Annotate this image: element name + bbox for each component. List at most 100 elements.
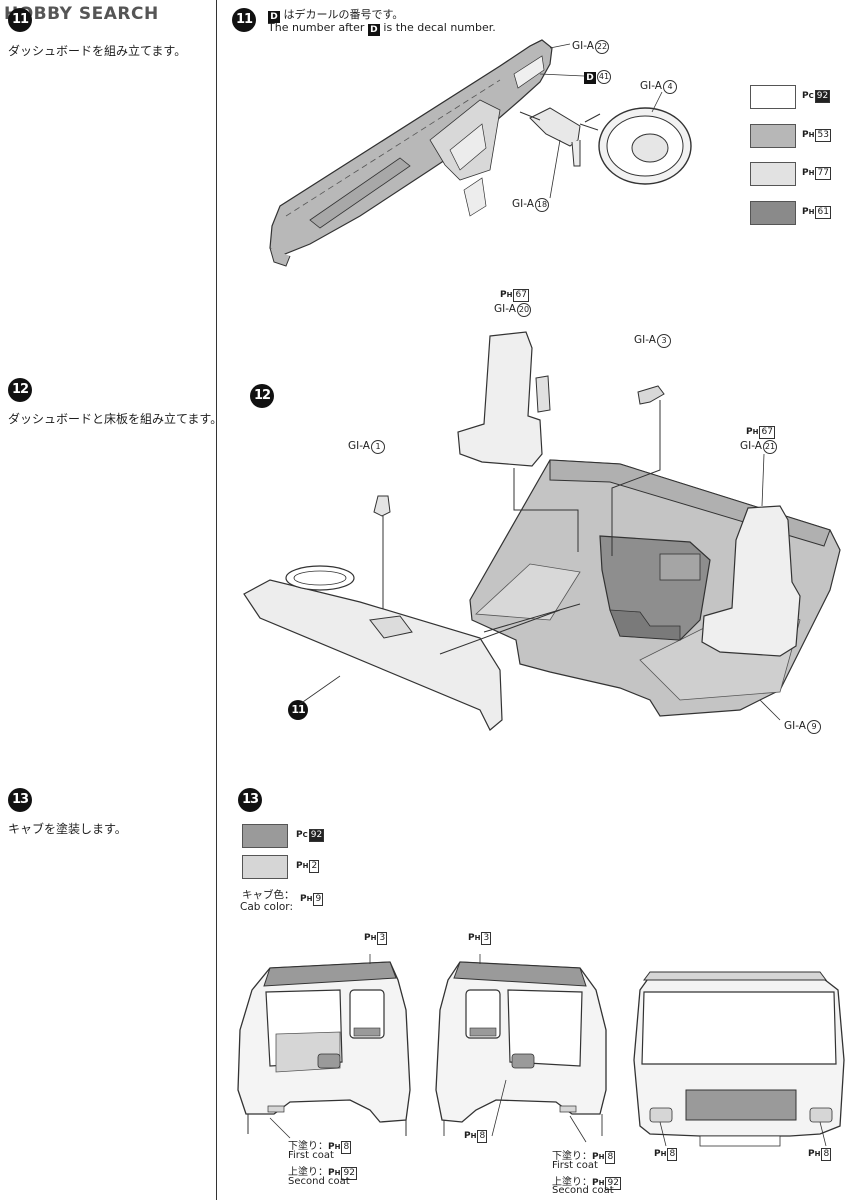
cab-side-right	[435, 954, 607, 1143]
coat2-en2: Second coat	[552, 1185, 614, 1196]
legend11-sub-0: C	[808, 92, 814, 100]
small-dashboard	[243, 579, 503, 731]
coat2-code2: 92	[605, 1177, 621, 1190]
legend11-num-3: 61	[815, 206, 831, 219]
legend11-swatch-1	[750, 124, 796, 148]
column-divider	[216, 0, 217, 1200]
legend13-num-1: 2	[309, 860, 320, 873]
legend11-prefix-1: P	[802, 130, 809, 140]
coat1-code2: 92	[341, 1167, 357, 1180]
seat-left-paint-sub: H	[506, 291, 513, 299]
coat1-en2: Second coat	[288, 1176, 350, 1187]
front-right-num: 8	[821, 1148, 832, 1161]
decal-d-box: D	[268, 11, 280, 23]
mid-step-num: 8	[477, 1130, 488, 1143]
left-step-12-badge: 12	[8, 378, 32, 402]
roof-mid-num: 3	[481, 932, 492, 945]
label-gia4-num: 4	[662, 80, 677, 94]
roof-mid-prefix: P	[468, 933, 475, 943]
legend11-num-2: 77	[815, 167, 831, 180]
coat1-jp2: 上塗り：	[288, 1167, 328, 1178]
label-gia4-text: GI-A	[640, 80, 662, 92]
step-12-badge: 12	[250, 384, 274, 408]
decal-d-box-en: D	[367, 24, 380, 36]
seat-right-part-text: GI-A	[740, 440, 762, 452]
legend13-swatch-1	[242, 855, 288, 879]
label-gia18-num: 18	[534, 198, 549, 212]
label-gia3-num: 3	[656, 334, 671, 348]
cab-color-en: Cab color:	[240, 901, 293, 913]
cab-front	[633, 971, 845, 1147]
step-12-number: 12	[253, 388, 271, 403]
left-step-13-badge: 13	[8, 788, 32, 812]
seat-left-part-num: 20	[516, 303, 531, 317]
legend13-sub-0: C	[302, 831, 308, 839]
step-11-badge: 11	[232, 8, 256, 32]
clip-part	[637, 385, 665, 405]
cab-color-sub: H	[306, 895, 313, 903]
label-gia1-text: GI-A	[348, 440, 370, 452]
step-13-number: 13	[241, 792, 259, 807]
coat1-code1: 8	[341, 1141, 352, 1154]
decal-note-jp-text: はデカールの番号です。	[283, 8, 404, 21]
left-step-13-text: キャブを塗装します。	[8, 822, 127, 836]
small-steering-wheel	[285, 565, 355, 591]
legend13-num-0: 92	[308, 829, 325, 842]
step-13-cab-drawings	[237, 954, 845, 1147]
seat-right-paint-sub: H	[752, 428, 759, 436]
label-gia1-num: 1	[370, 440, 385, 454]
label-d41-box: D	[584, 72, 596, 84]
left-step-11-text: ダッシュボードを組み立てます。	[8, 44, 187, 58]
cab-color-num: 9	[313, 893, 324, 906]
legend11-swatch-3	[750, 201, 796, 225]
logo-text: HOBBY SEARCH	[4, 4, 159, 24]
ref-step-11-badge: 11	[288, 700, 308, 720]
decal-note-en-post: is the decal number.	[383, 21, 496, 34]
label-gia22-num: 22	[594, 40, 609, 54]
steering-column	[529, 107, 581, 147]
step-11-number: 11	[235, 12, 253, 27]
seat-left-paint-code: 67	[513, 289, 529, 302]
roof-left-sub: H	[370, 934, 377, 942]
seat-left-part-text: GI-A	[494, 303, 516, 315]
legend11-swatch-2	[750, 162, 796, 186]
seat-right-paint-prefix: P	[746, 427, 753, 437]
step-12-floor-drawing	[243, 331, 841, 731]
legend11-num-1: 53	[815, 129, 831, 142]
cab-side-left	[237, 954, 411, 1139]
gear-knob	[373, 495, 391, 517]
left-step-11-number: 11	[11, 12, 29, 27]
ref-step-11-number: 11	[291, 703, 305, 716]
coat2-jp2: 上塗り：	[552, 1177, 592, 1188]
legend13-swatch-0	[242, 824, 288, 848]
dashboard-body	[269, 39, 553, 257]
step-13-badge: 13	[238, 788, 262, 812]
legend11-prefix-2: P	[802, 168, 809, 178]
front-left-num: 8	[667, 1148, 678, 1161]
legend13-prefix-1: P	[296, 861, 303, 871]
right-seat	[701, 505, 801, 657]
left-step-11-badge: 11	[8, 8, 32, 32]
cab-color-jp: キャブ色：	[242, 889, 295, 901]
cab-color-prefix: P	[300, 894, 307, 904]
